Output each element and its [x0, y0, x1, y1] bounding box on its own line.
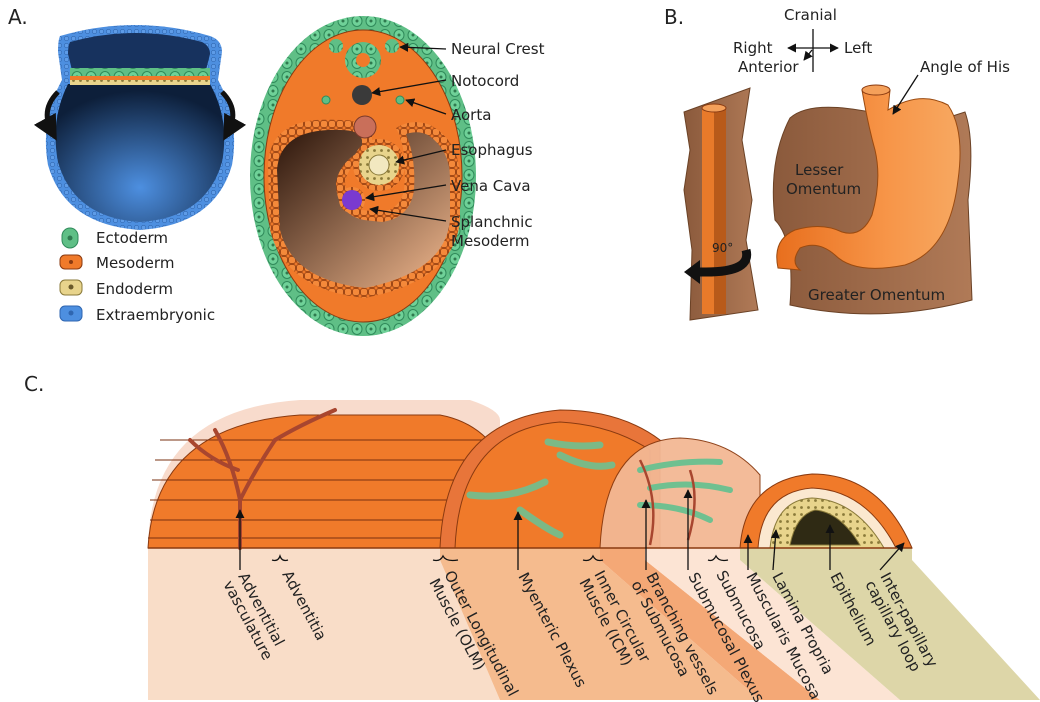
label-vena-cava: Vena Cava — [451, 177, 531, 195]
rotating-esophagus-diagram: 90° — [684, 88, 758, 320]
legend-item-extraembryonic: Extraembryonic — [60, 306, 215, 324]
orientation-compass: Cranial Right Left Anterior — [733, 6, 872, 76]
cross-section-labels: Neural Crest Notocord Aorta Esophagus Ve… — [451, 40, 545, 250]
label-neural-crest: Neural Crest — [451, 40, 545, 58]
label-angle-of-his: Angle of His — [920, 58, 1010, 76]
legend-label: Mesoderm — [96, 254, 174, 272]
label-greater-omentum: Greater Omentum — [808, 286, 945, 304]
germ-layer-legend: Ectoderm Mesoderm Endoderm Extraembryoni… — [60, 228, 215, 324]
rotation-label: 90° — [712, 241, 733, 255]
legend-item-endoderm: Endoderm — [60, 280, 173, 298]
panel-b-label: B. — [664, 5, 684, 29]
legend-item-mesoderm: Mesoderm — [60, 254, 174, 272]
label-lesser-omentum: Omentum — [786, 180, 861, 198]
label-notocord: Notocord — [451, 72, 519, 90]
compass-cranial: Cranial — [784, 6, 837, 24]
legend-label: Extraembryonic — [96, 306, 215, 324]
panel-c-label: C. — [24, 372, 44, 396]
legend-item-ectoderm: Ectoderm — [62, 228, 168, 248]
compass-right: Right — [733, 39, 773, 57]
label-lesser-omentum: Lesser — [795, 161, 844, 179]
label-esophagus: Esophagus — [451, 141, 533, 159]
label-splanchnic: Splanchnic — [451, 213, 533, 231]
label-mesoderm: Mesoderm — [451, 232, 529, 250]
label-aorta: Aorta — [451, 106, 491, 124]
esophagus-wall-cutaway — [148, 400, 912, 548]
compass-left: Left — [844, 39, 872, 57]
panel-a-label: A. — [8, 5, 28, 29]
embryo-cross-section — [250, 16, 476, 336]
compass-anterior: Anterior — [738, 58, 799, 76]
stomach-omentum-diagram: Angle of His Lesser Omentum Greater Omen… — [773, 58, 1010, 314]
embryo-disc-diagram — [46, 25, 234, 230]
legend-label: Endoderm — [96, 280, 173, 298]
legend-label: Ectoderm — [96, 229, 168, 247]
